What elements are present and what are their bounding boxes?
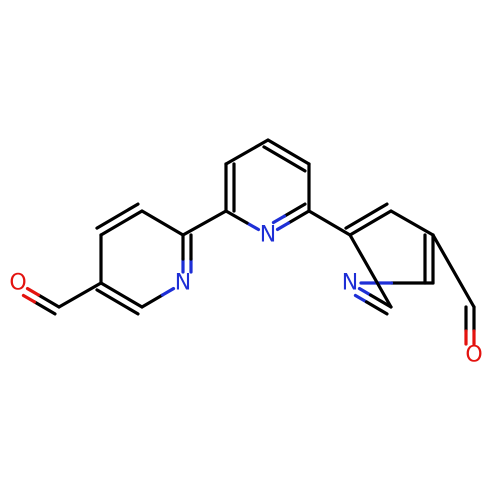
atom-label-layer: N N N O O (9, 223, 482, 368)
bond-c2-c3 (99, 209, 144, 237)
bond-c2-c3-inner (95, 202, 140, 230)
bond-c10-n2-inner (282, 202, 307, 218)
bond-n2-c6 (245, 221, 261, 232)
bond-c16-o1-inner (32, 300, 57, 316)
bond-n3-c15 (368, 293, 393, 309)
nitrogen-atom-label: N (175, 271, 191, 296)
bond-c11-c12 (348, 209, 393, 237)
bond-c10-n2-inner (271, 214, 287, 225)
bond-c4-c5 (99, 281, 144, 309)
oxygen-atom-label: O (465, 343, 482, 368)
bond-c10-c11 (307, 209, 352, 237)
bond-n3-c15-inner (364, 300, 389, 316)
bond-n2-c6 (224, 209, 249, 225)
bond-c8-c9-inner (262, 145, 307, 173)
nitrogen-atom-label: N (342, 271, 358, 296)
bond-c11-c12-inner (344, 202, 389, 230)
bond-c12-c13 (389, 209, 435, 237)
bond-n3-c15 (357, 286, 373, 297)
bond-c1-c6 (181, 209, 228, 237)
bond-c5-n1 (160, 286, 176, 297)
bond-c4-c16 (57, 281, 103, 309)
bond-c10-n2 (286, 209, 311, 225)
bond-layer (21, 138, 476, 346)
bond-c16-o1 (25, 286, 41, 297)
bond-c15-c11 (348, 233, 393, 309)
bond-c4-c5-inner (95, 288, 140, 316)
bond-n3-c15-inner (353, 293, 369, 304)
oxygen-atom-label: O (9, 271, 26, 296)
bond-c16-o1 (36, 293, 61, 309)
bond-c10-n2 (275, 221, 291, 232)
bond-c16-o1-inner (21, 293, 37, 304)
bond-c7-c8 (224, 138, 270, 166)
nitrogen-atom-label: N (260, 223, 276, 248)
bond-c1-c2 (140, 209, 185, 237)
bond-c5-n1 (140, 293, 165, 309)
bond-c13-c17 (431, 233, 476, 309)
bond-c8-c9 (266, 138, 311, 166)
